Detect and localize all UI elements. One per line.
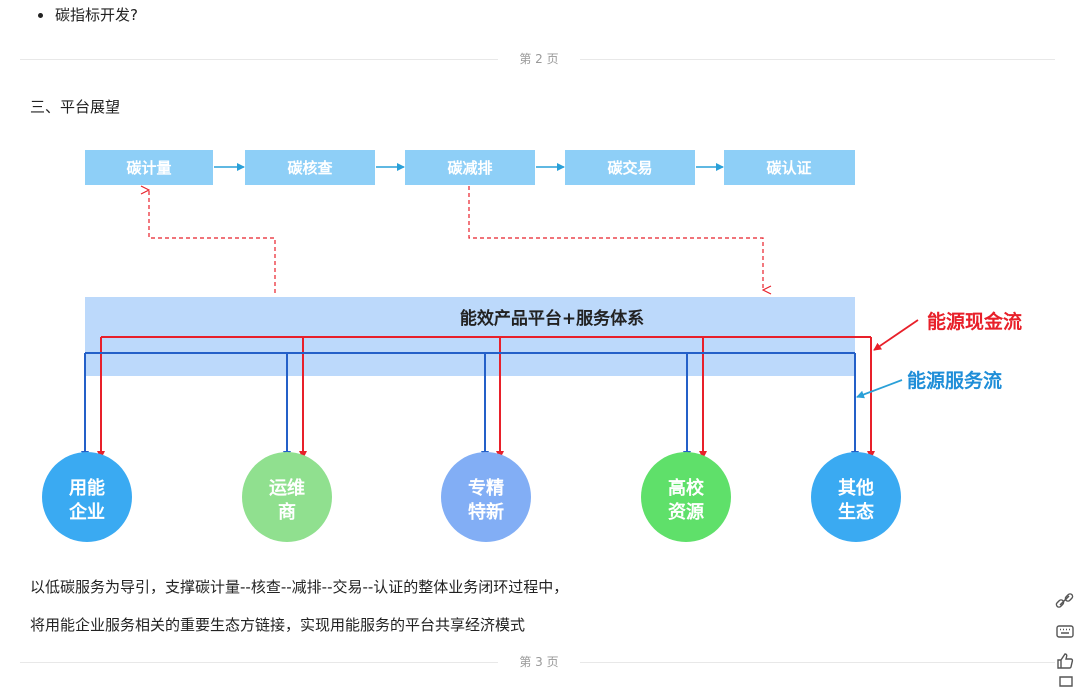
circle-label: 生态	[838, 501, 874, 523]
service-flow-label: 能源服务流	[907, 369, 1002, 392]
cash-flow-lines	[97, 336, 875, 459]
bullet-item: 碳指标开发?	[38, 4, 138, 26]
cash-flow-label: 能源现金流	[927, 310, 1022, 333]
ecosystem-circle	[441, 452, 531, 542]
cash-flow-pointer	[873, 319, 919, 351]
page-number: 第 2 页	[519, 52, 559, 66]
process-box	[724, 150, 855, 185]
service-flow-lines	[81, 352, 859, 459]
circle-label: 运维	[269, 477, 305, 499]
comment-icon[interactable]	[1054, 674, 1076, 696]
process-box	[85, 150, 213, 185]
dashed-connector	[149, 190, 276, 293]
page-separator: 第 2 页	[20, 52, 1055, 66]
page-number: 第 3 页	[519, 655, 559, 669]
process-box	[405, 150, 535, 185]
process-box	[565, 150, 695, 185]
thumbs-up-icon[interactable]	[1054, 650, 1076, 672]
circle-label: 商	[278, 501, 296, 523]
ecosystem-circle	[811, 452, 901, 542]
ecosystem-circle	[641, 452, 731, 542]
process-box-label: 碳认证	[766, 159, 811, 177]
circle-label: 特新	[468, 501, 504, 523]
dashed-connector	[468, 186, 763, 290]
circle-label: 高校	[668, 477, 705, 499]
paragraph-line: 以低碳服务为导引，支撑碳计量--核查--减排--交易--认证的整体业务闭环过程中…	[30, 578, 569, 596]
platform-label: 能效产品平台+服务体系	[460, 308, 644, 329]
ecosystem-circle	[42, 452, 132, 542]
ecosystem-circle	[242, 452, 332, 542]
circle-label: 资源	[668, 501, 704, 523]
paragraph-line: 将用能企业服务相关的重要生态方链接，实现用能服务的平台共享经济模式	[30, 616, 526, 634]
page-separator: 第 3 页	[20, 655, 1055, 669]
process-box-label: 碳核查	[287, 159, 333, 177]
circle-label: 专精	[468, 477, 504, 499]
circle-label: 企业	[68, 501, 105, 523]
process-box-label: 碳交易	[607, 159, 652, 177]
service-flow-pointer	[856, 379, 903, 399]
circle-label: 用能	[69, 477, 105, 499]
link-icon[interactable]	[1054, 590, 1076, 612]
process-box-label: 碳减排	[447, 159, 492, 177]
bullet-text: 碳指标开发?	[55, 6, 138, 24]
process-box-label: 碳计量	[126, 159, 171, 177]
bullet-dot	[38, 12, 43, 18]
keyboard-icon[interactable]	[1054, 620, 1076, 642]
section-title: 三、平台展望	[30, 98, 121, 116]
circle-label: 其他	[838, 477, 874, 499]
process-box	[245, 150, 375, 185]
